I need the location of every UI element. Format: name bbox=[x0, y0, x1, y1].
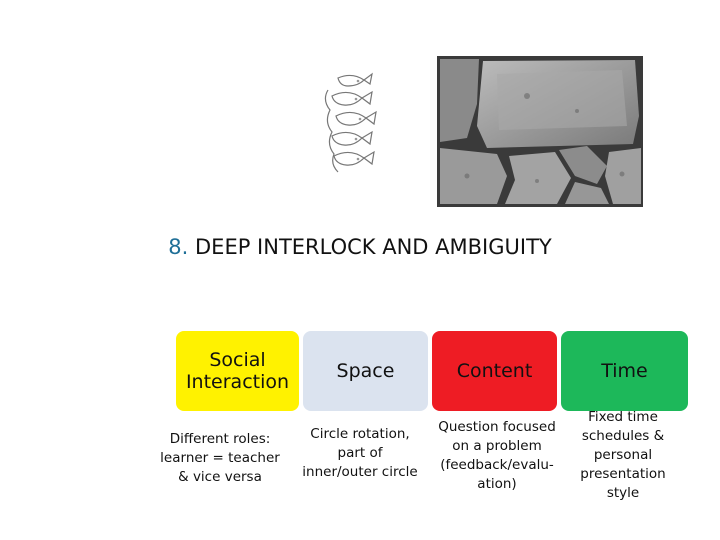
box-label-line: Content bbox=[456, 360, 533, 382]
description-line: (feedback/evalu- bbox=[440, 457, 554, 473]
interlocking-stone-wall-photo bbox=[437, 56, 643, 207]
description-time: Fixed time schedules & personal presenta… bbox=[566, 408, 680, 503]
box-social-interaction: Social Interaction bbox=[176, 331, 299, 411]
slide-title: 8. DEEP INTERLOCK AND AMBIGUITY bbox=[100, 235, 620, 259]
description-line: Different roles: bbox=[169, 431, 271, 447]
description-line: personal bbox=[593, 447, 653, 463]
description-social-interaction: Different roles: learner = teacher & vic… bbox=[150, 430, 290, 487]
description-content: Question focused on a problem (feedback/… bbox=[426, 418, 568, 494]
description-line: ation) bbox=[477, 476, 517, 492]
description-line: inner/outer circle bbox=[302, 464, 418, 480]
box-label-line: Interaction bbox=[185, 371, 290, 393]
box-time: Time bbox=[561, 331, 688, 411]
description-line: style bbox=[606, 485, 640, 501]
title-number: 8. bbox=[168, 235, 189, 259]
box-label-line: Space bbox=[336, 360, 395, 382]
box-space: Space bbox=[303, 331, 428, 411]
description-line: Fixed time bbox=[588, 409, 658, 425]
title-text: DEEP INTERLOCK AND AMBIGUITY bbox=[195, 235, 552, 259]
box-content: Content bbox=[432, 331, 557, 411]
description-line: on a problem bbox=[452, 438, 542, 454]
interlocking-fish-sketch bbox=[324, 72, 377, 173]
description-line: Question focused bbox=[438, 419, 556, 435]
description-line: learner = teacher bbox=[160, 450, 280, 466]
box-label-line: Time bbox=[601, 360, 648, 382]
description-line: schedules & bbox=[581, 428, 665, 444]
description-line: Circle rotation, bbox=[310, 426, 410, 442]
box-label-line: Social bbox=[209, 349, 266, 371]
description-line: part of bbox=[337, 445, 383, 461]
description-line: & vice versa bbox=[178, 469, 262, 485]
description-line: presentation bbox=[580, 466, 666, 482]
description-space: Circle rotation, part of inner/outer cir… bbox=[290, 425, 430, 482]
